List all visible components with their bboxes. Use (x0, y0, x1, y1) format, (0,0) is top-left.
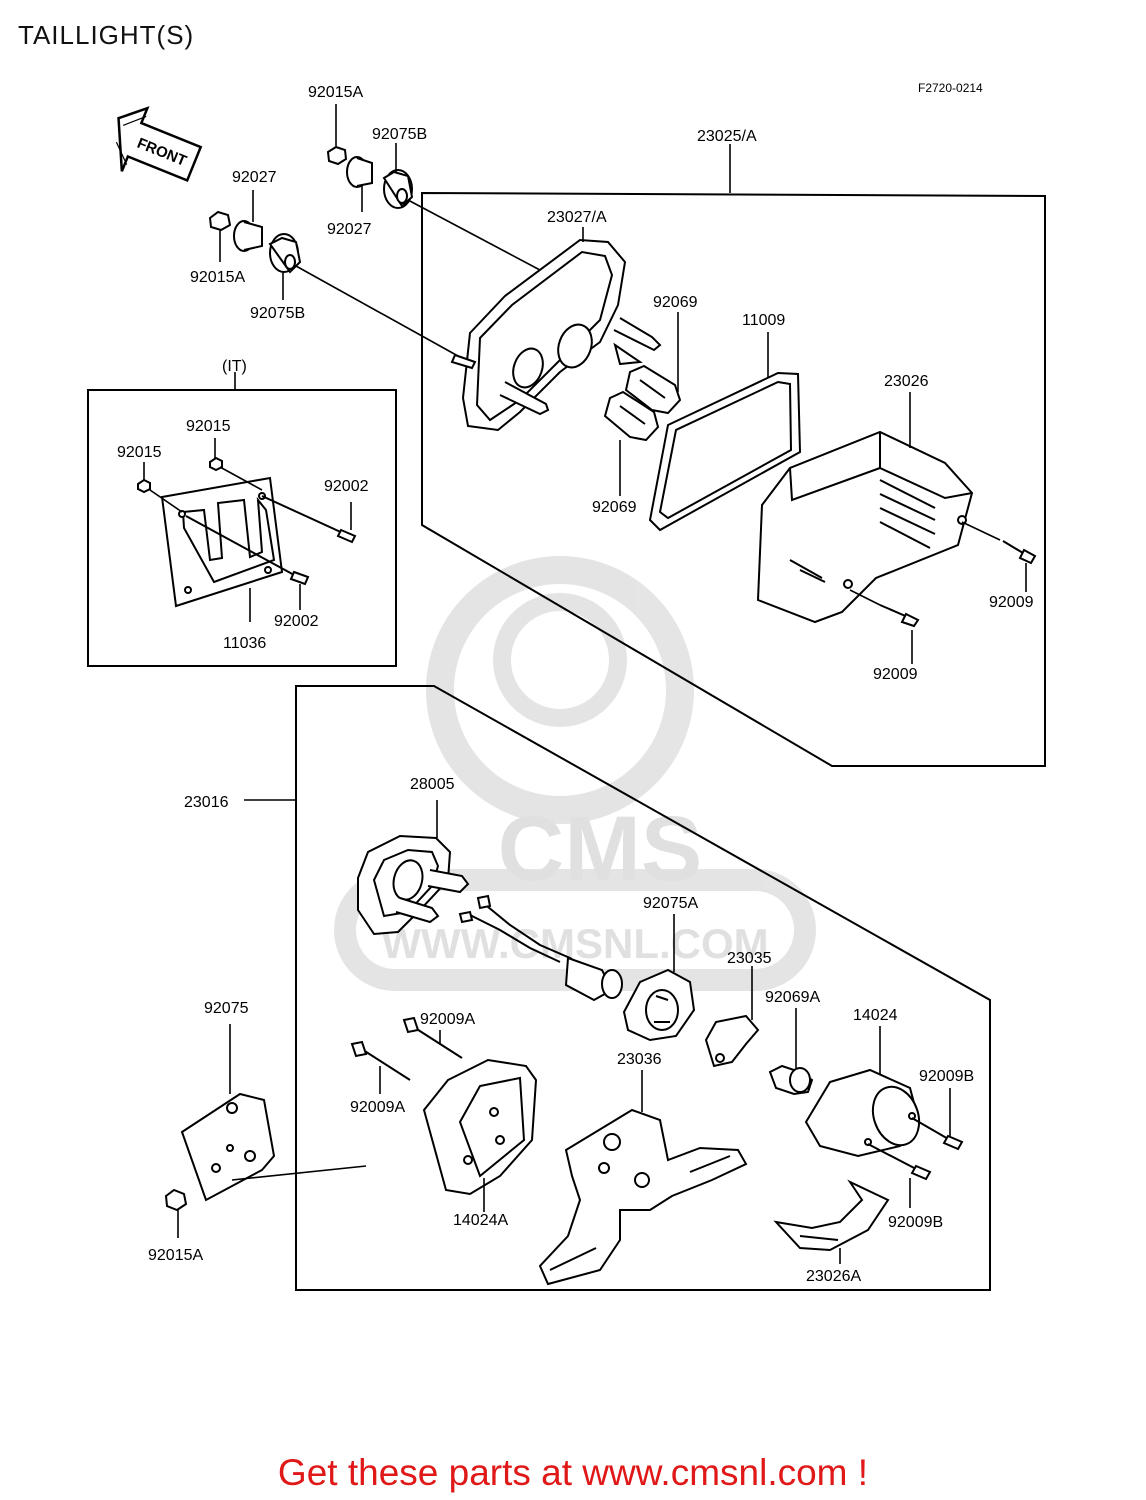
label-23035: 23035 (727, 950, 772, 967)
label-92002-a: 92002 (324, 478, 369, 495)
label-92069A: 92069A (765, 989, 820, 1006)
nut-92015-a (209, 438, 263, 491)
wiring-harness (458, 894, 623, 1002)
label-92009-r: 92009 (989, 594, 1034, 611)
assembly-box-23025A (421, 144, 1046, 767)
label-92075: 92075 (204, 1000, 249, 1017)
label-92002-b: 92002 (274, 613, 319, 630)
lens-23026 (756, 392, 974, 624)
watermark-logo: CMS (498, 798, 702, 900)
label-92009B-top: 92009B (919, 1068, 974, 1085)
front-arrow-icon: FRONT (115, 106, 203, 183)
label-11009: 11009 (742, 312, 785, 329)
label-92009A-bot: 92009A (350, 1099, 405, 1116)
plate-92075 (180, 1024, 367, 1202)
cover-23026A (773, 1179, 890, 1264)
label-92015-b: 92015 (117, 444, 162, 461)
screw-92002-b (185, 515, 310, 610)
screw-92009B-bot (867, 1143, 932, 1208)
label-92009-b: 92009 (873, 666, 918, 683)
leader-line (407, 199, 556, 279)
washer-92027-top (346, 156, 373, 212)
assembly-box-23016 (244, 685, 991, 1291)
label-23016: 23016 (184, 794, 229, 811)
label-92069-a: 92069 (653, 294, 698, 311)
watermark-url: WWW.CMSNL.COM (381, 920, 768, 967)
label-92027-top: 92027 (232, 169, 277, 186)
screw-92009A-bot (350, 1040, 411, 1094)
bulb-92069-a (624, 312, 682, 415)
label-23026A: 23026A (806, 1268, 861, 1285)
bracket-23035 (704, 966, 760, 1068)
label-92015-a: 92015 (186, 418, 231, 435)
bracket-23036 (538, 1070, 748, 1286)
label-14024A: 14024A (453, 1212, 508, 1229)
label-23025A: 23025/A (697, 128, 757, 145)
label-92075B-left: 92075B (250, 305, 305, 322)
label-92009A-top: 92009A (420, 1011, 475, 1028)
cms-watermark: CMS WWW.CMSNL.COM (334, 556, 816, 991)
label-11036: 11036 (223, 635, 266, 652)
label-92027-mid: 92027 (327, 221, 372, 238)
label-23026: 23026 (884, 373, 929, 390)
gasket-11009 (648, 332, 802, 532)
socket-92075A (622, 914, 696, 1042)
screw-92009A-top (402, 1016, 463, 1059)
plate-11036 (160, 476, 284, 622)
screw-92009B-top (911, 1088, 964, 1151)
label-92075A: 92075A (643, 895, 698, 912)
label-14024: 14024 (853, 1007, 898, 1024)
it-kit-box (87, 372, 397, 667)
bulb-92069-b (603, 390, 660, 496)
label-92015A-top: 92015A (308, 84, 363, 101)
screw-92002-a (261, 495, 357, 544)
screw-92009-r (961, 521, 1037, 592)
nut-92015A-top (326, 104, 348, 166)
lens-14024 (804, 1026, 921, 1158)
page-title: TAILLIGHT(S) (18, 20, 195, 50)
label-28005: 28005 (410, 776, 455, 793)
parts-diagram: CMS WWW.CMSNL.COM F2720-0214 FRONT (87, 81, 1046, 1291)
diagram-code: F2720-0214 (918, 81, 983, 95)
housing-14024A (422, 1058, 538, 1212)
label-92015A-left: 92015A (190, 269, 245, 286)
washer-92027-left (233, 190, 263, 252)
footer-promo-link[interactable]: Get these parts at www.cmsnl.com ! (277, 1452, 869, 1493)
bulb-92069A (768, 1008, 814, 1096)
label-92015A-bot: 92015A (148, 1247, 203, 1264)
label-92075B-top: 92075B (372, 126, 427, 143)
screw-92009-b (849, 589, 920, 664)
nut-92015-b (137, 462, 183, 513)
label-92069-b: 92069 (592, 499, 637, 516)
nut-92015A-bot (164, 1188, 188, 1238)
grommet-92075B-left (268, 233, 302, 300)
housing-23027A (450, 227, 662, 432)
grommet-92075B-top (382, 143, 414, 209)
label-23027A: 23027/A (547, 209, 607, 226)
label-92009B-bot: 92009B (888, 1214, 943, 1231)
label-it-kit: (IT) (222, 358, 247, 375)
socket-housing-28005 (357, 800, 470, 936)
label-23036: 23036 (617, 1051, 662, 1068)
leader-line (295, 265, 459, 357)
nut-92015A-left (208, 210, 232, 262)
